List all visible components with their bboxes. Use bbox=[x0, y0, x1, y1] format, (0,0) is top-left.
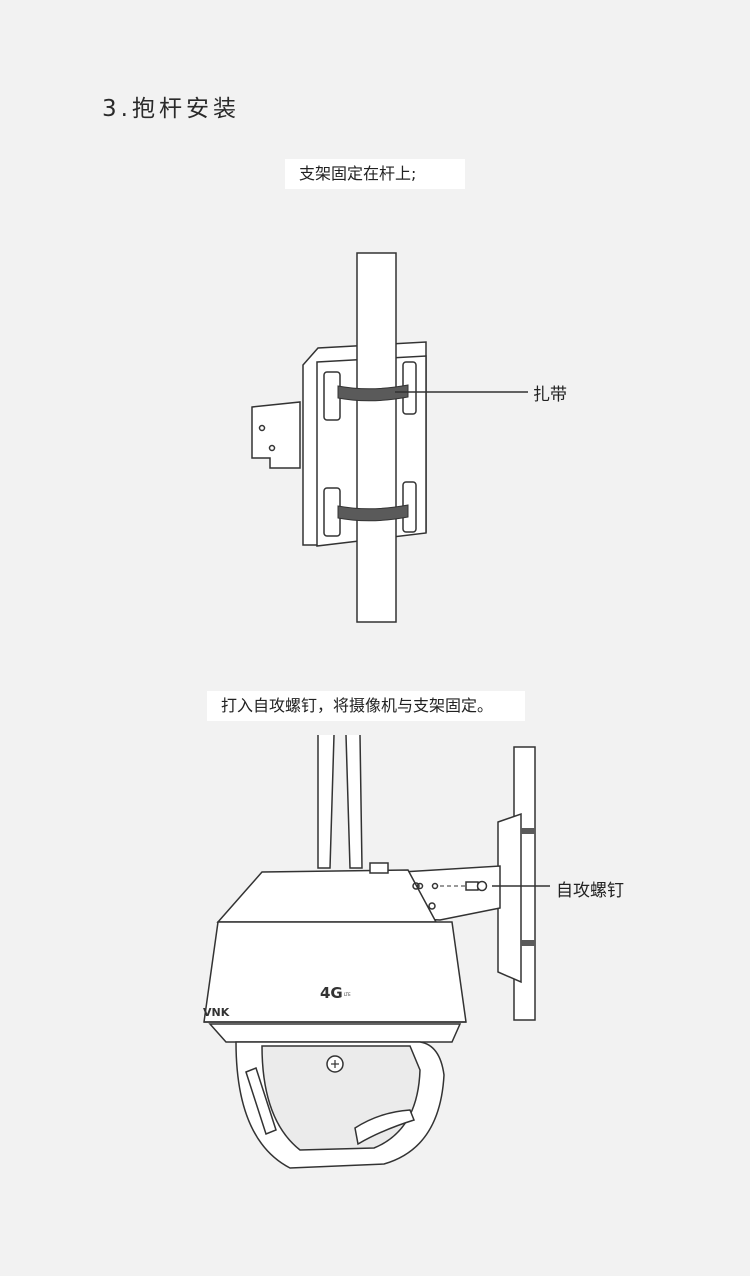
pole-strap bbox=[521, 828, 535, 834]
bracket-bolt bbox=[412, 882, 420, 890]
cable-strap bbox=[337, 384, 409, 402]
antenna bbox=[345, 734, 363, 869]
bracket-flange bbox=[251, 401, 301, 469]
bracket-hole bbox=[416, 882, 424, 890]
strap-label: 扎带 bbox=[533, 385, 567, 405]
step2-caption: 打入自攻螺钉，将摄像机与支架固定。 bbox=[207, 691, 525, 721]
bracket-hole bbox=[431, 882, 439, 890]
camera-4g-sub: LTE bbox=[344, 992, 351, 997]
step1-caption: 支架固定在杆上; bbox=[285, 159, 465, 189]
camera-brand-mark: VNK bbox=[203, 1006, 230, 1019]
flange-hole bbox=[268, 444, 276, 452]
camera-body bbox=[203, 921, 467, 1023]
screw-head bbox=[476, 880, 488, 892]
bracket-bolt bbox=[428, 902, 436, 910]
camera-top-housing bbox=[216, 869, 438, 923]
pole-strap bbox=[521, 940, 535, 946]
pole bbox=[356, 252, 397, 623]
bracket-plate bbox=[497, 812, 522, 984]
self-tapping-screw-label: 自攻螺钉 bbox=[556, 881, 624, 901]
cable-strap bbox=[337, 504, 409, 522]
section-title: 3.抱杆安装 bbox=[102, 96, 240, 123]
flange-hole bbox=[258, 424, 266, 432]
camera-connector bbox=[369, 862, 389, 874]
self-tapping-screw-icon bbox=[465, 881, 479, 891]
camera-side-tab bbox=[245, 1067, 277, 1135]
antenna bbox=[317, 734, 335, 869]
camera-lens-slot bbox=[354, 1109, 415, 1146]
camera-lower-ring bbox=[208, 1023, 462, 1043]
camera-4g-badge: 4G bbox=[320, 984, 343, 1002]
